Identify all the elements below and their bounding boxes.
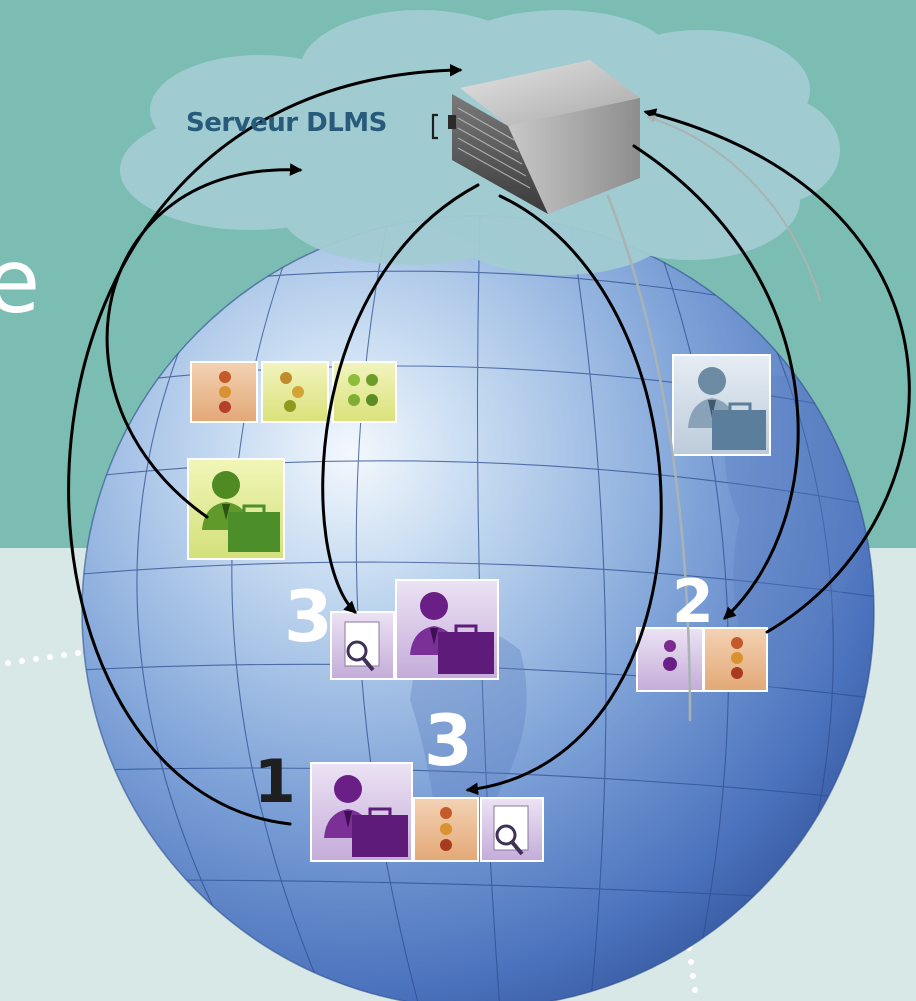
component-tile-orange-right bbox=[703, 627, 768, 692]
document-search-tile-middle bbox=[330, 611, 395, 680]
arrow-step2-tiles-to-server bbox=[643, 108, 911, 634]
step-label-3-bottom: 3 bbox=[424, 700, 473, 782]
step-label-3-middle: 3 bbox=[284, 576, 333, 658]
server-icon bbox=[448, 60, 640, 214]
arrow-grey-return bbox=[606, 194, 692, 722]
user-tile-green bbox=[187, 458, 285, 560]
server-bracket bbox=[431, 113, 438, 140]
component-tile-green-grid bbox=[332, 361, 397, 423]
step-label-1: 1 bbox=[254, 747, 296, 817]
arrow-green-user-to-cloud bbox=[105, 163, 303, 519]
component-tile-orange-bottom bbox=[413, 797, 479, 862]
user-tile-purple-bottom bbox=[310, 762, 413, 862]
component-tile-yellow bbox=[261, 361, 329, 423]
user-tile-purple-middle bbox=[395, 579, 499, 680]
server-label: Serveur DLMS bbox=[186, 108, 387, 138]
cloud bbox=[120, 10, 840, 275]
user-tile-blue bbox=[672, 354, 771, 456]
arrow-server-to-middle-doc bbox=[321, 183, 480, 614]
edge-letter: e bbox=[0, 230, 41, 333]
document-search-tile-bottom bbox=[480, 797, 544, 862]
arrow-grey-to-server bbox=[646, 115, 821, 301]
component-tile-orange bbox=[190, 361, 258, 423]
step-label-2: 2 bbox=[672, 567, 714, 637]
arrow-server-to-bottom-tiles bbox=[465, 194, 663, 796]
arrow-server-to-step2-tiles bbox=[632, 144, 800, 620]
arrow-step1-to-server bbox=[67, 63, 463, 826]
component-tile-purple-right bbox=[636, 627, 704, 692]
